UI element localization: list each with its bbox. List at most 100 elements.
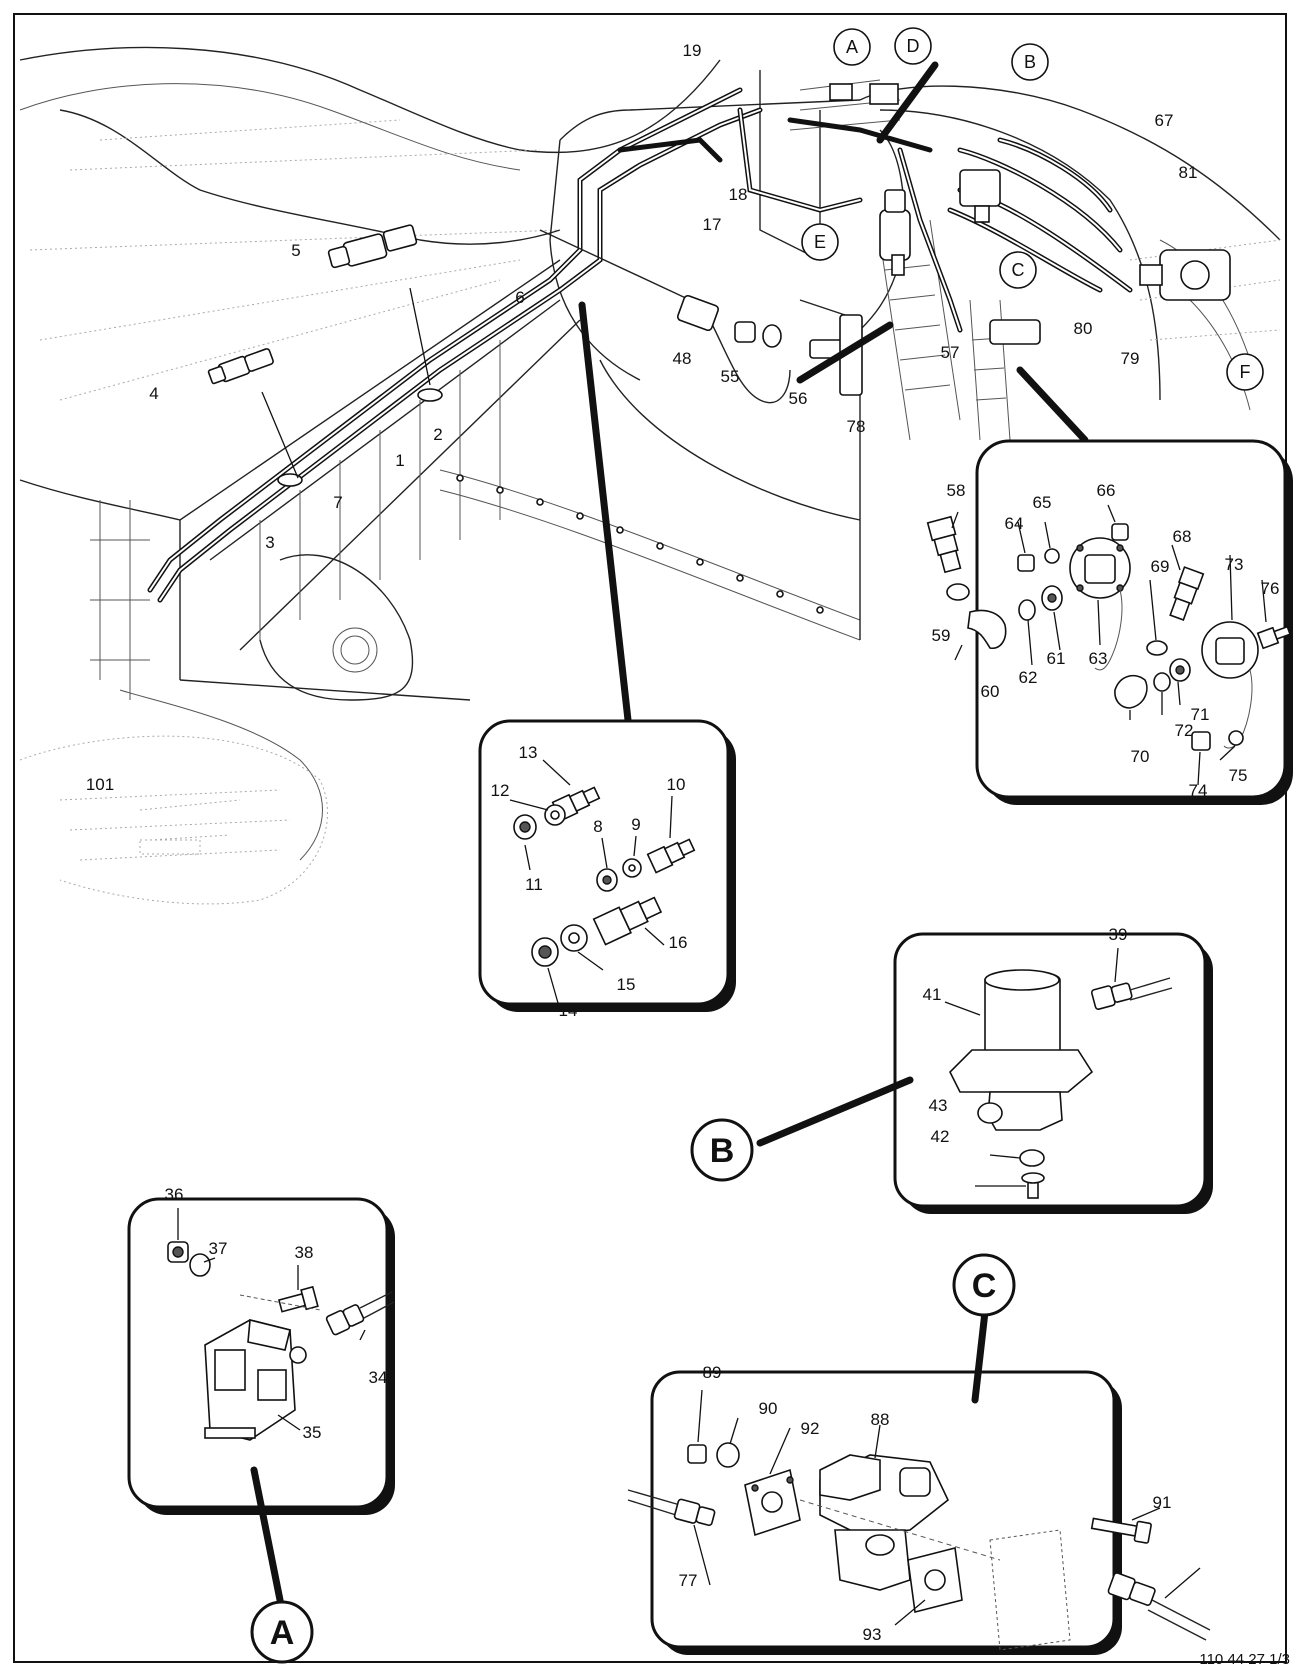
pump-f: [1139, 249, 1231, 301]
part-number-17: 17: [703, 215, 722, 234]
part-number-42: 42: [931, 1127, 950, 1146]
inset-c-valve-assembly: [627, 1308, 1211, 1655]
inset-b-solenoid: [756, 932, 1213, 1214]
callout-letter-f: F: [1240, 362, 1251, 382]
callout-letter-b: B: [1024, 52, 1036, 72]
part-number-48: 48: [673, 349, 692, 368]
callout-letter-a-detail: A: [270, 1614, 295, 1652]
part-number-60: 60: [981, 682, 1000, 701]
detail-letter-callouts: A A B B C C D E F: [250, 27, 1264, 1664]
figure-code: 110 44 27 1/3: [1199, 1651, 1290, 1668]
part-number-2: 2: [433, 425, 442, 444]
inset-fittings-8-16: [478, 719, 736, 1012]
part-number-19: 19: [683, 41, 702, 60]
callout-circle-b-detail: [690, 1118, 754, 1182]
part-number-35: 35: [303, 1423, 322, 1442]
frame-border: [13, 13, 1287, 1663]
callout-letter-d: D: [907, 36, 920, 56]
part-number-90: 90: [759, 1399, 778, 1418]
part-number-63: 63: [1089, 649, 1108, 668]
inset-a-valve: [127, 1197, 395, 1614]
pointer-inset-58-76: [1016, 366, 1089, 444]
callout-circle-c: [999, 251, 1037, 289]
part-number-4: 4: [149, 384, 158, 403]
part-number-58: 58: [947, 481, 966, 500]
part-number-88: 88: [871, 1410, 890, 1429]
part-number-16: 16: [669, 933, 688, 952]
part-number-56: 56: [789, 389, 808, 408]
clip-2: [417, 388, 443, 402]
part-number-78: 78: [847, 417, 866, 436]
part-number-39: 39: [1109, 925, 1128, 944]
part-number-11: 11: [525, 875, 543, 894]
callout-letter-c: C: [1012, 260, 1025, 280]
part-number-89: 89: [703, 1363, 722, 1382]
pointer-b: [876, 61, 939, 144]
callout-letter-e: E: [814, 232, 826, 252]
part-4-union: [207, 348, 274, 385]
callout-circle-f: [1226, 353, 1264, 391]
callout-circle-d: [894, 27, 932, 65]
part-number-93: 93: [863, 1625, 882, 1644]
clip-7: [277, 473, 303, 487]
part-number-62: 62: [1019, 668, 1038, 687]
valve-a-body: [829, 83, 853, 101]
part-number-71: 71: [1191, 705, 1210, 724]
manifold-57: [989, 319, 1041, 345]
part-number-55: 55: [721, 367, 740, 386]
valve-c-body: [959, 169, 1001, 207]
part-101-marker: [139, 839, 201, 855]
part-number-10: 10: [667, 775, 686, 794]
part-number-57: 57: [941, 343, 960, 362]
part-number-81: 81: [1179, 163, 1198, 182]
part-number-72: 72: [1175, 721, 1194, 740]
part-number-18: 18: [729, 185, 748, 204]
callout-circle-c-detail: [952, 1253, 1016, 1317]
part-48-nut: [676, 294, 720, 332]
part-number-67: 67: [1155, 111, 1174, 130]
part-number-1: 1: [395, 451, 404, 470]
pointer-78: [796, 321, 894, 384]
callout-circle-e: [801, 223, 839, 261]
part-number-66: 66: [1097, 481, 1116, 500]
part-number-38: 38: [295, 1243, 314, 1262]
part-number-7: 7: [333, 493, 342, 512]
callout-circle-a: [833, 28, 871, 66]
part-number-37: 37: [209, 1239, 228, 1258]
callout-letter-b-detail: B: [710, 1132, 735, 1170]
part-5-union: [327, 224, 418, 269]
part-number-64: 64: [1005, 514, 1024, 533]
part-number-74: 74: [1189, 781, 1208, 800]
rivet-row: [456, 474, 824, 614]
part-number-101: 101: [86, 775, 114, 794]
part-number-70: 70: [1131, 747, 1150, 766]
part-number-68: 68: [1173, 527, 1192, 546]
part-number-61: 61: [1047, 649, 1066, 668]
part-number-15: 15: [617, 975, 636, 994]
part-number-92: 92: [801, 1419, 820, 1438]
part-number-13: 13: [519, 743, 538, 762]
callout-letter-c-detail: C: [972, 1267, 997, 1305]
part-number-41: 41: [923, 985, 942, 1004]
part-number-75: 75: [1229, 766, 1248, 785]
part-number-65: 65: [1033, 493, 1052, 512]
pipe-runs: [147, 79, 1133, 603]
part-number-12: 12: [491, 781, 510, 800]
part-number-14: 14: [559, 1001, 578, 1020]
inset-couplings-58-76: [926, 439, 1293, 805]
part-number-79: 79: [1121, 349, 1140, 368]
part-number-8: 8: [593, 817, 602, 836]
part-number-3: 3: [265, 533, 274, 552]
callout-circle-b: [1011, 43, 1049, 81]
valve-d-body: [869, 83, 899, 105]
pointer-inset-8-16: [578, 301, 632, 724]
part-number-80: 80: [1074, 319, 1093, 338]
part-number-91: 91: [1153, 1493, 1172, 1512]
part-number-9: 9: [631, 815, 640, 834]
callout-letter-a: A: [846, 37, 858, 57]
wing-structure: [19, 46, 1281, 905]
part-number-43: 43: [929, 1096, 948, 1115]
